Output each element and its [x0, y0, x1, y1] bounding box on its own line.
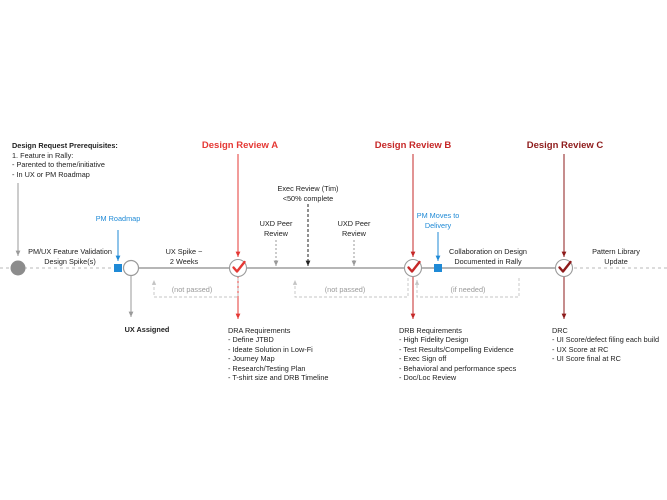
loop-not-passed-label: (not passed) — [322, 285, 368, 295]
drc-item: - UI Score/defect filing each build — [552, 335, 660, 345]
drb-title: DRB Requirements — [399, 326, 462, 335]
validation-label: PM/UX Feature Validation — [28, 247, 112, 256]
exec-review-subtitle: <50% complete — [282, 193, 334, 203]
uxd-peer-review-2: UXD Peer — [337, 219, 371, 228]
drb-item: - Behavioral and performance specs — [399, 363, 517, 373]
drc-title: DRC — [552, 326, 568, 335]
pattern-library-label: Update — [604, 256, 628, 266]
ux-assigned-label: UX Assigned — [124, 325, 170, 334]
ux-spike-label: 2 Weeks — [169, 256, 199, 266]
loop-if-needed — [414, 278, 520, 298]
collaboration-label: Collaboration on Design — [449, 247, 527, 256]
uxd-peer-review-2: Review — [342, 228, 366, 238]
prerequisites-line: 1. Feature in Rally: — [12, 150, 74, 160]
uxd-peer-review-1: Review — [264, 228, 288, 238]
uxd-peer-review-1: UXD Peer — [259, 219, 293, 228]
drb-requirements: DRB Requirements - High Fidelity Design … — [399, 326, 516, 382]
drb-item: - Doc/Loc Review — [399, 373, 457, 383]
dra-item: - Define JTBD — [228, 335, 274, 345]
drb-item: - Test Results/Compelling Evidence — [399, 344, 514, 354]
design-review-a-label: Design Review A — [201, 140, 279, 151]
dra-title: DRA Requirements — [228, 326, 291, 335]
ux-assigned-node — [122, 259, 140, 277]
drc-requirements: DRC - UI Score/defect filing each build … — [552, 326, 659, 364]
review-b-check — [407, 260, 421, 273]
pm-moves-label: PM Moves to — [416, 211, 460, 220]
dra-requirements: DRA Requirements - Define JTBD - Ideate … — [228, 326, 328, 382]
validation-label: Design Spike(s) — [44, 256, 96, 266]
collaboration-label: Documented in Rally — [454, 256, 522, 266]
loop-not-passed-2 — [292, 278, 409, 298]
pattern-library-label: Pattern Library — [592, 247, 640, 256]
drc-item: - UX Score at RC — [552, 344, 609, 354]
pm-moves-square — [434, 264, 442, 272]
dra-item: - Research/Testing Plan — [228, 363, 306, 373]
prerequisites-line: - In UX or PM Roadmap — [12, 169, 90, 179]
design-review-b-label: Design Review B — [374, 140, 452, 151]
dra-item: - Journey Map — [228, 354, 275, 364]
loop-not-passed-label: (not passed) — [169, 285, 215, 295]
drc-item: - UI Score final at RC — [552, 354, 621, 364]
start-node — [10, 260, 26, 276]
pm-roadmap-label: PM Roadmap — [95, 214, 141, 223]
dra-item: - T-shirt size and DRB Timeline — [228, 373, 329, 383]
pm-moves-label: Delivery — [424, 220, 452, 230]
design-review-c-label: Design Review C — [526, 140, 604, 151]
ux-spike-label: UX Spike ~ — [165, 247, 203, 256]
prerequisites-line: - Parented to theme/initiative — [12, 160, 105, 169]
loop-not-passed-1 — [151, 278, 239, 298]
dra-item: - Ideate Solution in Low-Fi — [228, 344, 313, 354]
review-a-check — [232, 260, 246, 273]
exec-review-title: Exec Review (Tim) — [277, 184, 339, 193]
pm-roadmap-square — [114, 264, 122, 272]
review-c-check — [558, 260, 572, 273]
loop-if-needed-label: (if needed) — [448, 285, 488, 295]
drb-item: - High Fidelity Design — [399, 335, 469, 345]
prerequisites-title: Design Request Prerequisites: — [12, 141, 118, 150]
drb-item: - Exec Sign off — [399, 354, 447, 364]
